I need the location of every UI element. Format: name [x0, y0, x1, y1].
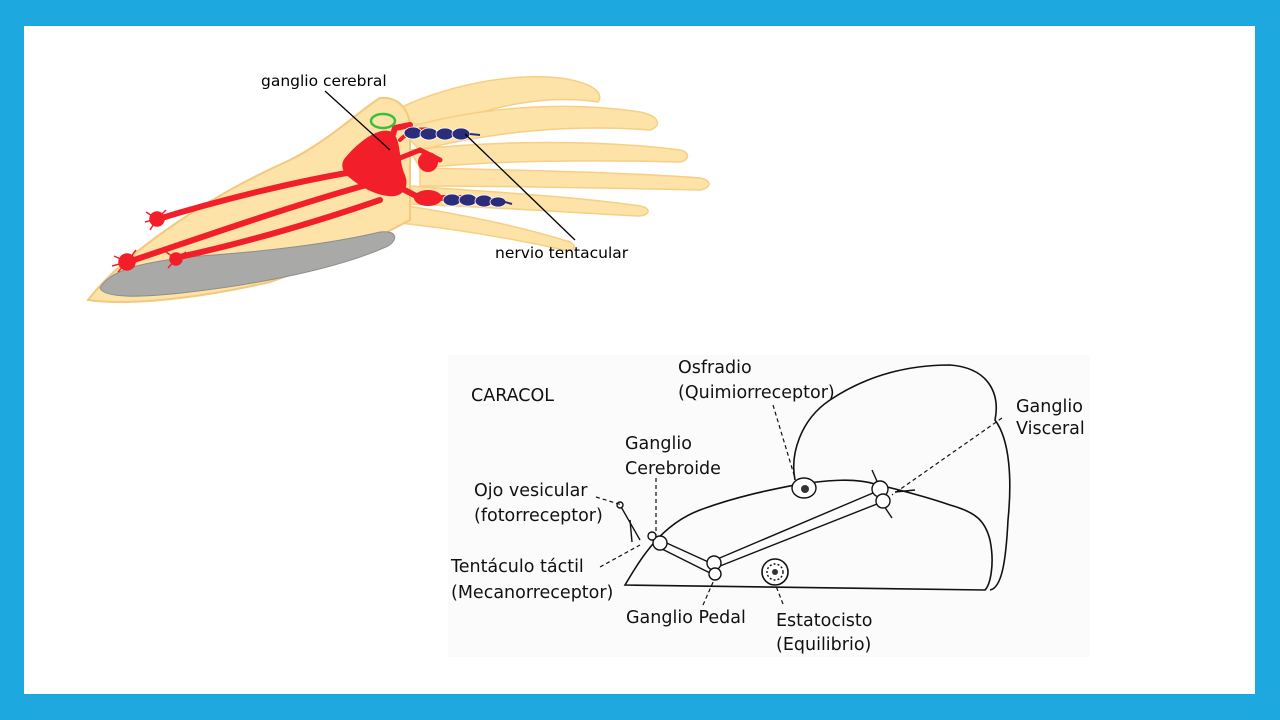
- squid-optic-ganglion: [418, 152, 438, 172]
- ganglio-cerebroide: [652, 535, 668, 551]
- squid-illustration: ganglio cerebral nervio tentacular: [86, 72, 710, 303]
- label-estatocisto-sub: (Equilibrio): [776, 635, 871, 655]
- label-ojo-vesicular: Ojo vesicular: [474, 481, 588, 501]
- squid-tentacular-nerve-upper: [403, 126, 481, 141]
- label-tentaculo-tactil: Tentáculo táctil: [450, 557, 584, 577]
- squid-stellate-ganglia: [111, 209, 187, 273]
- label-tentaculo-tactil-sub: (Mecanorreceptor): [451, 583, 613, 603]
- label-ganglio-pedal: Ganglio Pedal: [626, 608, 746, 628]
- estatocisto-organ: [761, 558, 789, 586]
- squid-tentacular-nerve-lower: [442, 193, 513, 208]
- label-caracol: CARACOL: [471, 386, 554, 406]
- label-ganglio-cerebral: ganglio cerebral: [261, 72, 387, 90]
- label-ganglio-visceral-sub: Visceral: [1016, 419, 1085, 439]
- label-nervio-tentacular: nervio tentacular: [495, 244, 629, 262]
- snail-illustration: CARACOL Osfradio (Quimiorreceptor) Gangl…: [448, 355, 1090, 657]
- label-ganglio-cerebroide: Ganglio: [625, 434, 692, 454]
- snail-ganglia: [616, 480, 891, 581]
- label-ojo-vesicular-sub: (fotorreceptor): [474, 506, 603, 526]
- squid-cerebral-ganglion: [342, 130, 407, 197]
- label-osfradio-sub: (Quimiorreceptor): [678, 383, 835, 403]
- squid-statocyst-ring: [369, 112, 397, 130]
- snail-shell: [793, 364, 1011, 591]
- label-osfradio: Osfradio: [678, 358, 752, 378]
- label-estatocisto: Estatocisto: [776, 611, 873, 631]
- label-ganglio-visceral: Ganglio: [1016, 397, 1083, 417]
- snail-body: [623, 479, 993, 591]
- label-ganglio-cerebroide-sub: Cerebroide: [625, 459, 721, 479]
- snail-leader-lines: [595, 404, 1003, 606]
- snail-panel: [448, 355, 1090, 657]
